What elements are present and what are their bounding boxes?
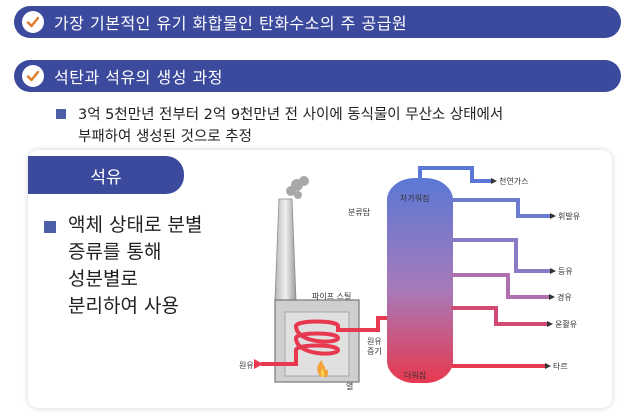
pipe-natural-gas	[418, 166, 493, 183]
header-banner-2: 석탄과 석유의 생성 과정	[14, 60, 621, 92]
label-product-tar: 타르	[553, 362, 568, 371]
note-line-1: 3억 5천만년 전부터 2억 9천만년 전 사이에 동식물이 무산소 상태에서	[78, 107, 504, 123]
description-line: 증류를 통해	[68, 241, 162, 263]
check-icon	[22, 65, 44, 87]
check-icon	[22, 11, 44, 33]
label-product-diesel: 경유	[557, 292, 572, 302]
oil-description: 액체 상태로 분별 증류를 통해 성분별로 분리하여 사용	[44, 212, 202, 320]
label-crude-oil: 원유	[239, 361, 254, 370]
label-tower: 분류탑	[348, 208, 371, 217]
description-line: 성분별로	[68, 268, 138, 290]
description-line: 액체 상태로 분별	[68, 214, 203, 236]
formation-note: 3억 5천만년 전부터 2억 9천만년 전 사이에 동식물이 무산소 상태에서 …	[56, 104, 616, 148]
square-bullet-icon	[44, 221, 56, 233]
label-product-lubricant: 윤활유	[555, 319, 577, 329]
section-tab-oil: 석유	[28, 156, 184, 194]
pipe-diesel	[451, 273, 551, 299]
note-line-2: 부패하여 생성된 것으로 추정	[78, 129, 252, 145]
label-heat: 열	[346, 382, 353, 391]
banner-title: 석탄과 석유의 생성 과정	[54, 68, 223, 87]
square-bullet-icon	[56, 109, 66, 119]
description-line: 분리하여 사용	[68, 295, 179, 317]
label-product-gasoline: 휘발유	[558, 211, 580, 221]
label-pipe-still: 파이프 스틸	[312, 291, 351, 301]
smoke	[286, 176, 309, 199]
chimney	[274, 198, 297, 301]
pipe-lube	[451, 306, 549, 326]
pipe-still-coil	[260, 316, 394, 366]
label-heating: 더워짐	[404, 370, 426, 380]
label-product-natural-gas: 천연가스	[499, 176, 528, 186]
pipe-kerosene	[451, 238, 552, 273]
pipe-gasoline	[451, 198, 552, 218]
fractionating-tower	[387, 178, 453, 383]
flame-icon	[317, 360, 329, 377]
header-banner-1: 가장 기본적인 유기 화합물인 탄화수소의 주 공급원	[14, 6, 621, 38]
banner-title: 가장 기본적인 유기 화합물인 탄화수소의 주 공급원	[54, 14, 408, 33]
label-cooling: 차가워짐	[400, 193, 429, 203]
label-crude-vapor-1: 원유	[367, 337, 382, 346]
label-crude-vapor-2: 증기	[367, 347, 382, 356]
label-product-kerosene: 등유	[558, 267, 573, 276]
